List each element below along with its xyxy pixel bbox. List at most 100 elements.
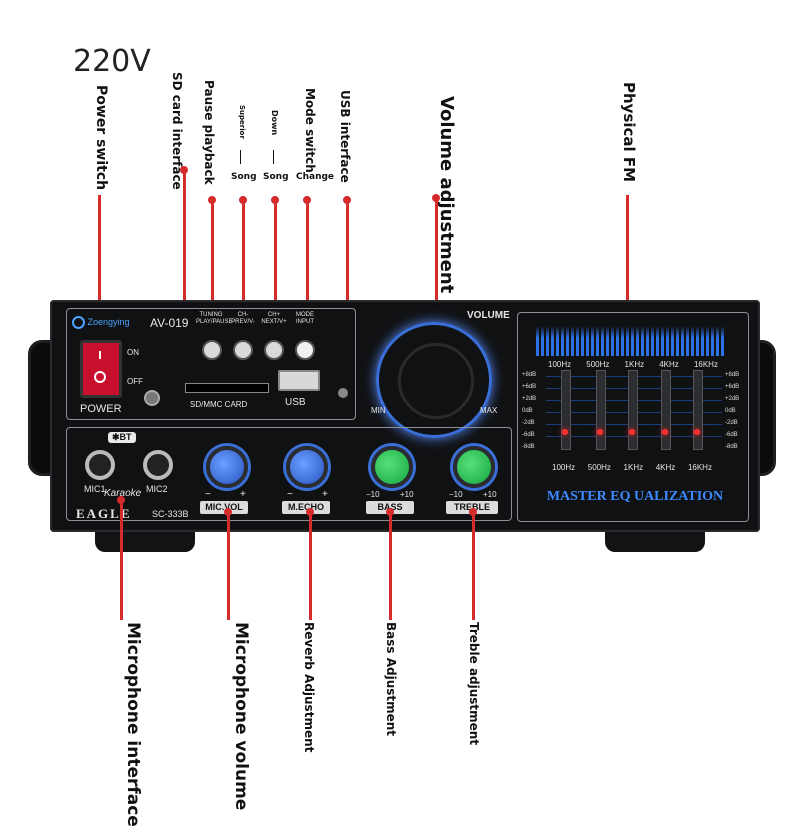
sd-card-slot[interactable]	[185, 383, 269, 393]
eq-bottom-freqs: 100Hz 500Hz 1KHz 4KHz 16KHz	[552, 463, 712, 472]
eq-led	[662, 429, 668, 435]
model-sc-label: SC-333B	[152, 509, 189, 519]
leader-bass-dot	[386, 508, 394, 516]
leader-next-dot	[271, 196, 279, 204]
leader-pause	[211, 200, 214, 340]
eq-freq-top: 500Hz	[586, 360, 610, 369]
bass-label: BASS	[366, 501, 414, 514]
power-label: POWER	[80, 403, 122, 415]
eq-slider-100hz[interactable]	[561, 370, 571, 450]
leader-sd	[183, 170, 186, 375]
leader-usb	[346, 200, 349, 370]
eq-slider-500hz[interactable]	[596, 370, 606, 450]
leader-volume-dot	[432, 194, 440, 202]
leader-mic-volume-dot	[224, 508, 232, 516]
leader-mode-dot	[303, 196, 311, 204]
mic-vol-label: MIC.VOL	[200, 501, 248, 514]
m-echo-minus: −	[287, 489, 293, 500]
label-superior: Superior	[238, 105, 246, 139]
bluetooth-badge: ✱BT	[108, 432, 136, 443]
label-down: Down	[270, 110, 279, 136]
eq-led	[562, 429, 568, 435]
power-off-label: OFF	[127, 377, 143, 386]
leader-usb-dot	[343, 196, 351, 204]
label-song-1: Song	[231, 172, 257, 182]
control-panel	[66, 427, 512, 521]
label-microphone-interface: Microphone interface	[123, 622, 143, 827]
eq-freq-top: 4KHz	[659, 360, 679, 369]
label-reverb-adjustment: Reverb Adjustment	[302, 622, 316, 753]
label-sd-card: SD card interface	[170, 72, 184, 190]
label-pause-playback: Pause playback	[202, 80, 216, 185]
bluetooth-icon: ✱	[112, 432, 120, 442]
down-dash	[273, 150, 274, 164]
sd-card-label: SD/MMC CARD	[190, 400, 248, 409]
superior-dash	[240, 150, 241, 164]
label-usb-interface: USB interface	[338, 90, 352, 183]
brand-name: Zoengying	[87, 316, 130, 327]
leader-power	[98, 195, 101, 345]
mic2-jack[interactable]	[143, 450, 173, 480]
power-switch[interactable]	[80, 340, 122, 398]
eq-slider-16khz[interactable]	[693, 370, 703, 450]
m-echo-plus: +	[322, 489, 328, 500]
karaoke-logo: Karaoke	[104, 488, 142, 499]
label-prev: CH-PREV/V-	[231, 312, 255, 325]
usb-port[interactable]	[278, 370, 320, 391]
label-volume-adjustment: Volume adjustment	[436, 96, 457, 294]
eq-freq-bottom: 100Hz	[552, 463, 576, 472]
label-change: Change	[296, 172, 335, 182]
treble-m10: −10	[449, 490, 463, 499]
aux-jack[interactable]	[144, 390, 160, 406]
mic-vol-plus: +	[240, 489, 246, 500]
brand-logo: Zoengying	[72, 316, 130, 329]
leader-mic-interface	[120, 500, 123, 620]
media-panel	[66, 308, 356, 420]
next-button[interactable]	[264, 340, 284, 360]
equalizer-panel	[517, 312, 749, 522]
treble-knob[interactable]	[453, 446, 495, 488]
label-microphone-volume: Microphone volume	[231, 622, 251, 811]
bass-knob[interactable]	[371, 446, 413, 488]
eq-top-freqs: 100Hz 500Hz 1KHz 4KHz 16KHz	[548, 360, 718, 369]
leader-prev	[242, 200, 245, 340]
m-echo-label: M.ECHO	[282, 501, 330, 514]
leader-fm	[626, 195, 629, 320]
eq-slider-1khz[interactable]	[628, 370, 638, 450]
eq-freq-bottom: 16KHz	[687, 463, 712, 472]
mode-button[interactable]	[295, 340, 315, 360]
label-physical-fm: Physical FM	[620, 82, 638, 183]
leader-treble	[472, 512, 475, 620]
leader-mode	[306, 200, 309, 340]
right-foot	[605, 530, 705, 552]
eq-title: MASTER EQ UALIZATION	[546, 489, 724, 504]
power-off-mark	[94, 371, 106, 383]
eq-freq-top: 1KHz	[624, 360, 645, 369]
leader-mic-interface-dot	[117, 496, 125, 504]
leader-prev-dot	[239, 196, 247, 204]
treble-p10: +10	[483, 490, 497, 499]
leader-pause-dot	[208, 196, 216, 204]
eq-led	[597, 429, 603, 435]
play-pause-button[interactable]	[202, 340, 222, 360]
label-next: CH+NEXT/V+	[261, 312, 287, 325]
eq-freq-top: 16KHz	[693, 360, 718, 369]
volume-max: MAX	[480, 406, 498, 415]
model-label: AV-019	[150, 316, 189, 330]
eq-freq-bottom: 500Hz	[587, 463, 611, 472]
prev-button[interactable]	[233, 340, 253, 360]
eq-db-left: +8dB +6dB +2dB 0dB -2dB -6dB -8dB	[522, 372, 537, 450]
leader-reverb	[309, 512, 312, 620]
power-on-label: ON	[127, 348, 139, 357]
leader-sd-dot	[180, 166, 188, 174]
eq-slider-4khz[interactable]	[661, 370, 671, 450]
usb-label: USB	[285, 397, 306, 408]
mic1-jack[interactable]	[85, 450, 115, 480]
volume-knob[interactable]	[398, 343, 474, 419]
spectrum-display	[536, 326, 726, 356]
leader-treble-dot	[469, 508, 477, 516]
m-echo-knob[interactable]	[286, 446, 328, 488]
voltage-label: 220V	[73, 44, 151, 79]
mic-vol-knob[interactable]	[206, 446, 248, 488]
label-treble-adjustment: Treble adjustment	[467, 622, 481, 746]
